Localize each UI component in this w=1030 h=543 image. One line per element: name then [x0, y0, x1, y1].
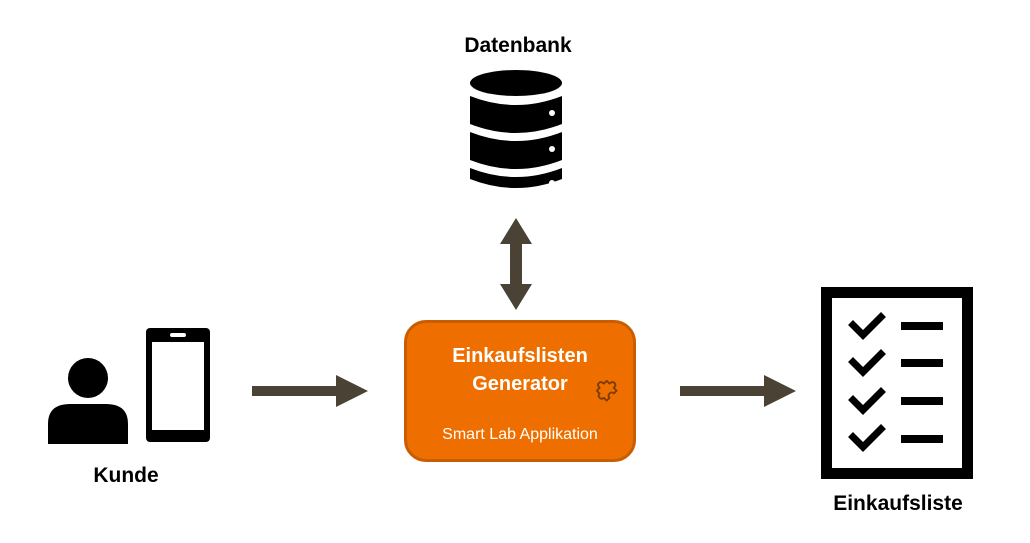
generator-subtitle: Smart Lab Applikation [442, 426, 598, 443]
person-icon [48, 358, 128, 444]
smartphone-icon [146, 328, 210, 442]
generator-title: Einkaufslisten Generator [407, 342, 633, 398]
arrow-customer-to-generator [252, 375, 368, 407]
checklist-icon [821, 287, 973, 479]
shopping-list-label: Einkaufsliste [833, 492, 963, 515]
arrow-generator-to-list [680, 375, 796, 407]
puzzle-icon [595, 379, 618, 402]
generator-title-line2: Generator [472, 373, 568, 395]
bidirectional-arrow [500, 218, 532, 310]
database-icon [470, 70, 562, 188]
generator-title-line1: Einkaufslisten [452, 345, 588, 367]
generator-box: Einkaufslisten Generator Smart Lab Appli… [404, 320, 636, 462]
database-label: Datenbank [464, 34, 572, 57]
customer-label: Kunde [93, 464, 159, 487]
